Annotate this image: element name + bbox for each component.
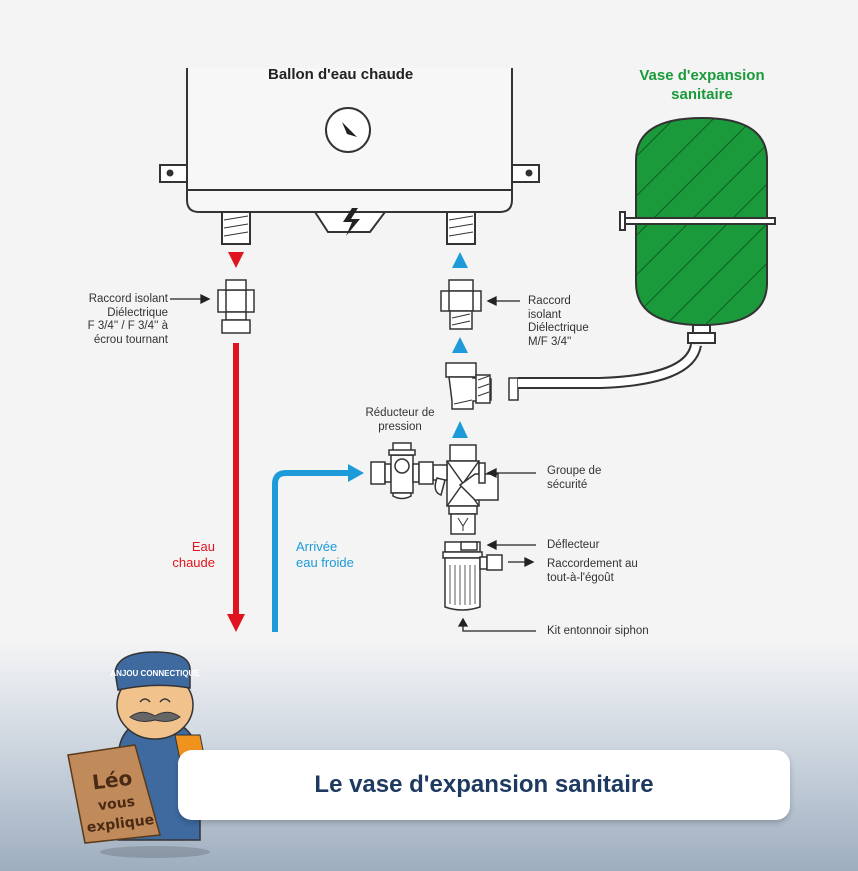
hot-arrow-down-icon (228, 252, 244, 268)
label-line: isolant (528, 308, 562, 321)
label-raccord-left: Raccord isolant Diélectrique F 3/4'' / F… (40, 293, 168, 347)
label-line: Diélectrique (107, 306, 168, 319)
vessel-title-line-1: Vase d'expansion (639, 67, 765, 84)
label-line: Arrivée (296, 539, 338, 554)
tank-title: Ballon d'eau chaude (268, 66, 414, 83)
sign-line-2: vous (97, 794, 136, 814)
label-eau-froide: Arrivée eau froide (296, 539, 354, 571)
label-line: Réducteur de (365, 407, 435, 419)
label-line: Raccordement au (547, 558, 638, 570)
banner-title: Le vase d'expansion sanitaire (314, 771, 654, 798)
hot-arrow-down-icon (227, 614, 245, 632)
label-line: chaude (172, 555, 215, 570)
tee-fitting (445, 362, 519, 410)
pointer-arrows (170, 293, 536, 632)
flex-hose (518, 343, 702, 389)
cold-arrow-up-icon (452, 252, 468, 268)
sign-line-1: Léo (91, 766, 134, 795)
label-line: Raccord isolant (88, 293, 168, 305)
label-line: tout-à-l'égoût (547, 571, 614, 584)
water-heater-tank (159, 68, 540, 245)
title-banner: Le vase d'expansion sanitaire (178, 750, 790, 820)
label-groupe-securite: Groupe de sécurité (547, 465, 601, 492)
pressure-reducer (370, 442, 434, 500)
hot-water-flow (227, 252, 245, 632)
label-line: écrou tournant (93, 333, 168, 346)
label-deflecteur: Déflecteur (547, 539, 600, 551)
expansion-vessel (619, 116, 776, 344)
label-line: sécurité (547, 478, 588, 491)
dielectric-fitting-right (440, 279, 482, 330)
label-raccord-right: Raccord isolant Diélectrique M/F 3/4'' (528, 295, 589, 349)
cap-logo-text: ANJOU CONNECTIQUE (110, 669, 200, 678)
mascot-sign (67, 744, 161, 844)
safety-group (432, 444, 499, 535)
label-line: Eau (191, 539, 215, 554)
cold-arrow-up-icon (452, 421, 468, 438)
label-eau-chaude: Eau chaude (150, 539, 215, 571)
cold-arrow-right-icon (348, 464, 364, 482)
cold-water-flow (272, 252, 468, 632)
siphon-funnel-kit (442, 541, 503, 611)
vessel-title: Vase d'expansion sanitaire (612, 66, 792, 104)
label-line: eau froide (296, 555, 354, 570)
label-raccordement: Raccordement au tout-à-l'égoût (547, 558, 638, 585)
label-line: Groupe de (547, 465, 602, 477)
label-line: pression (378, 420, 422, 433)
label-kit-siphon: Kit entonnoir siphon (547, 625, 649, 637)
label-line: Diélectrique (528, 322, 589, 334)
cold-arrow-up-icon (452, 337, 468, 353)
label-line: Raccord (528, 295, 571, 307)
label-reducteur: Réducteur de pression (350, 407, 450, 434)
label-line: M/F 3/4'' (528, 335, 572, 348)
dielectric-fitting-left (217, 279, 255, 334)
vessel-title-line-2: sanitaire (671, 86, 733, 103)
label-line: F 3/4'' / F 3/4'' à (87, 320, 168, 332)
